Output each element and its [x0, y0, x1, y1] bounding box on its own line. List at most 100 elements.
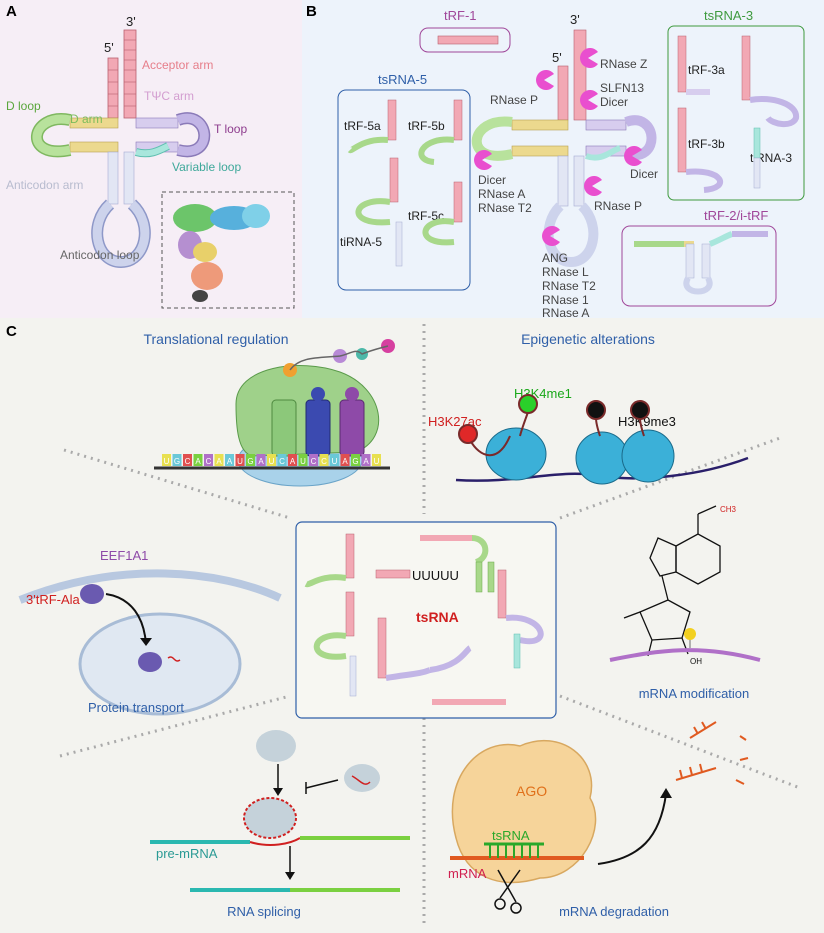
acceptor-arm-label: Acceptor arm	[142, 58, 213, 72]
tpsic-arm-label: TΨC arm	[144, 89, 194, 103]
rnase-l-label: RNase L	[542, 265, 589, 279]
tirna3-label: tiRNA-3	[750, 151, 792, 165]
codon-cell	[256, 454, 266, 466]
panel-a-letter: A	[6, 3, 17, 20]
d-loop-label: D loop	[6, 99, 41, 113]
uuuuu-label: UUUUU	[412, 568, 459, 583]
d-stem-top	[69, 117, 119, 129]
codon-cell	[162, 454, 171, 466]
codon-cell	[183, 454, 192, 466]
codon-base: G	[352, 457, 358, 466]
b-three-prime: 3'	[570, 12, 580, 27]
trf3a-label: tRF-3a	[688, 63, 725, 77]
codon-cell	[204, 454, 213, 466]
center-fragments	[304, 533, 544, 705]
splicing-illustration	[150, 730, 410, 892]
trf2-box	[621, 225, 777, 307]
tsrna3-box	[667, 25, 805, 201]
trf-ala-label: 3'tRF-Ala	[26, 592, 81, 607]
anticodon-stem-left	[107, 151, 119, 205]
variable-loop-fill	[135, 143, 170, 157]
b-five-prime: 5'	[552, 50, 562, 65]
enzyme-markers	[474, 48, 642, 246]
slfn13-label: SLFN13	[600, 81, 644, 95]
codon-cell	[372, 454, 381, 466]
trf5b-label: tRF-5b	[408, 119, 445, 133]
protein-transport-label: Protein transport	[88, 700, 184, 715]
codon-base: U	[237, 457, 243, 466]
d-arm-label: D arm	[70, 112, 103, 126]
rnase-a-left-label: RNase A	[478, 187, 525, 201]
tsrna3-title: tsRNA-3	[704, 8, 753, 23]
panel-b-letter: B	[306, 3, 317, 20]
dicer-left-label: Dicer	[478, 173, 506, 187]
codon-base: A	[290, 457, 296, 466]
rnase-1-label: RNase 1	[542, 293, 589, 307]
codon-base: C	[321, 457, 327, 466]
tsrna-ago-label: tsRNA	[492, 828, 530, 843]
tsrna5-fragments	[347, 99, 463, 267]
codon-cell	[309, 454, 318, 466]
codon-cell	[193, 454, 203, 466]
tsrna-center-label: tsRNA	[416, 609, 459, 625]
mrna-label: mRNA	[448, 866, 487, 881]
mrna-modification-label: mRNA modification	[639, 686, 750, 701]
trf2-fragment	[634, 231, 768, 295]
codon-base: U	[164, 457, 170, 466]
methyl-label: CH3	[720, 505, 737, 514]
codon-cell	[277, 454, 287, 466]
dicer-top-label: Dicer	[600, 95, 628, 109]
protein-transport-illustration	[80, 584, 181, 672]
three-prime-label: 3'	[126, 14, 136, 29]
codon-base: A	[342, 457, 348, 466]
trf1-title: tRF-1	[444, 8, 477, 23]
codon-base: A	[216, 457, 222, 466]
codon-base: C	[279, 457, 285, 466]
rnase-a-label: RNase A	[542, 306, 589, 318]
trf1-box	[419, 27, 511, 53]
mrna-degradation-label: mRNA degradation	[559, 904, 669, 919]
trf5c-label: tRF-5c	[408, 209, 444, 223]
codon-cell	[235, 454, 245, 466]
oh-label: OH	[690, 657, 702, 666]
codon-base: C	[311, 457, 317, 466]
codon-base: U	[374, 457, 380, 466]
codon-base: G	[174, 457, 180, 466]
codon-cell	[288, 454, 297, 466]
rna-splicing-label: RNA splicing	[227, 904, 301, 919]
trf3b-label: tRF-3b	[688, 137, 725, 151]
codon-cell	[246, 454, 255, 466]
anticodon-loop-fill	[92, 200, 150, 267]
tirna5-label: tiRNA-5	[340, 235, 382, 249]
codon-base: U	[332, 457, 338, 466]
eef1a1-label: EEF1A1	[100, 548, 148, 563]
ago-illustration	[450, 721, 749, 914]
tertiary-structure-box	[161, 191, 295, 309]
epigenetic-title: Epigenetic alterations	[521, 331, 655, 347]
h3k9me3-label: H3K9me3	[618, 414, 676, 429]
panel-a: A 5' 3' A C C Acceptor arm D loop D arm …	[0, 0, 302, 318]
acceptor-stem-3	[123, 29, 137, 119]
codon-cell	[225, 454, 234, 466]
codon-cell	[330, 454, 339, 466]
codon-base: A	[195, 457, 201, 466]
codon-cell	[319, 454, 329, 466]
section-dividers	[59, 324, 801, 924]
ago-label: AGO	[516, 783, 547, 799]
t-loop-fill	[176, 113, 209, 156]
codon-base: C	[185, 457, 191, 466]
trf2-title: tRF-2/i-tRF	[704, 208, 768, 223]
anticodon-arm-label: Anticodon arm	[6, 178, 83, 192]
trf1-strand	[437, 35, 499, 45]
codon-base: U	[300, 457, 306, 466]
codon-base: A	[363, 457, 369, 466]
rnase-p-right-label: RNase P	[594, 199, 642, 213]
codon-cell	[351, 454, 360, 466]
codon-cell	[214, 454, 224, 466]
panel-c-letter: C	[6, 323, 17, 340]
tsrna3-fragments	[677, 35, 799, 193]
codon-base: U	[269, 457, 275, 466]
m6a-structure	[623, 505, 721, 657]
